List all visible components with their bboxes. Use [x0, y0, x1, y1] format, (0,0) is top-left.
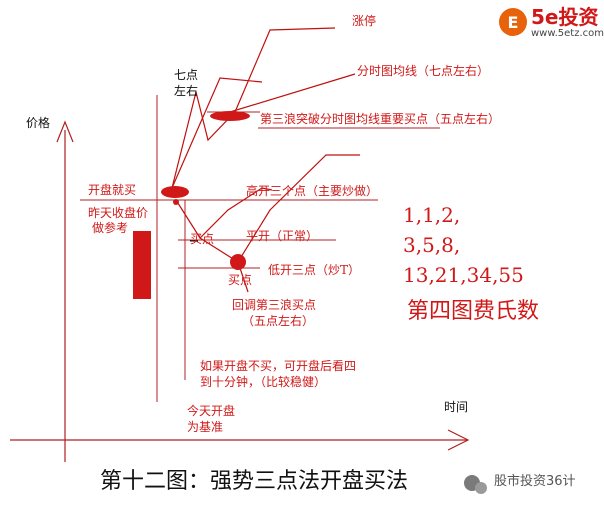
third-wave-marker — [210, 111, 250, 121]
third-wave-label: 第三浪突破分时图均线重要买点（五点左右） — [260, 112, 501, 126]
logo-url: www.5etz.com — [531, 28, 604, 39]
today-open-label-1: 今天开盘 — [187, 404, 236, 418]
pullback-label-2: （五点左右） — [242, 314, 315, 328]
y-axis-label: 价格 — [26, 116, 51, 130]
guide-verticals — [156, 95, 186, 402]
prev-close-label-2: 做参考 — [92, 221, 129, 235]
fib-line-2: 3,5,8, — [403, 233, 461, 257]
wave-avg-line — [171, 77, 263, 189]
figure-caption: 第十二图：强势三点法开盘买法 — [100, 469, 409, 494]
flat-tick — [190, 240, 198, 242]
avg-pointer — [229, 73, 356, 113]
seven-points-label-1: 七点 — [174, 68, 199, 82]
low-open-label: 低开三点（炒T） — [268, 263, 361, 277]
seven-points-label-2: 左右 — [174, 84, 199, 98]
x-axis-label: 时间 — [444, 400, 469, 414]
wave-low-open — [199, 154, 360, 263]
guide-horizontals — [80, 111, 440, 269]
today-open-label-2: 为基准 — [187, 420, 224, 434]
high-open-label: 高开三个点（主要炒做） — [246, 184, 379, 198]
fib-line-3: 13,21,34,55 — [403, 263, 524, 287]
watermark-text: 股市投资36计 — [494, 474, 576, 489]
markers — [133, 111, 250, 299]
open-dot — [173, 199, 179, 205]
fib-line-1: 1,1,2, — [403, 203, 461, 227]
wave-high-open — [171, 27, 336, 189]
logo-mark — [499, 8, 527, 36]
svg-text:E: E — [508, 13, 519, 32]
buy-point-label-2: 买点 — [228, 273, 253, 287]
open-buy-label: 开盘就买 — [88, 183, 137, 197]
yesterday-candle — [133, 231, 151, 299]
logo-brand: 5e投资 — [531, 5, 599, 29]
buy-point-label-1: 买点 — [190, 232, 215, 246]
wave-paths — [171, 27, 360, 293]
low-open-buy-marker — [230, 254, 246, 270]
axes — [10, 120, 470, 462]
note-label-1: 如果开盘不买，可开盘后看四 — [200, 359, 357, 373]
flat-open-label: 平开（正常） — [246, 229, 319, 243]
limit-up-label: 涨停 — [352, 14, 377, 28]
x-axis-arrow — [447, 429, 470, 451]
pullback-label-1: 回调第三浪买点 — [232, 298, 317, 312]
avg-line-label: 分时图均线（七点左右） — [357, 64, 490, 78]
prev-close-label-1: 昨天收盘价 — [88, 206, 149, 220]
wave-flat-open — [175, 187, 273, 239]
wechat-icon — [464, 475, 487, 494]
open-buy-marker — [161, 186, 189, 198]
logo: E — [499, 8, 527, 36]
note-label-2: 到十分钟，（比较稳健） — [200, 375, 327, 389]
fib-title: 第四图费氏数 — [407, 299, 540, 324]
y-axis-arrow — [56, 120, 74, 143]
